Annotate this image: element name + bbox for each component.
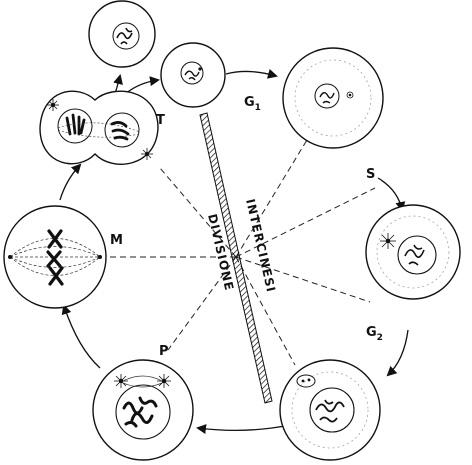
g1-centriole xyxy=(198,67,202,71)
cell-telophase: T xyxy=(39,90,165,165)
metaphase-pole-left xyxy=(8,255,12,259)
divider-bar xyxy=(199,112,273,404)
arrow-g2-to-p-right xyxy=(386,329,409,377)
phase-label-m: M xyxy=(110,233,123,248)
prophase-aster-right xyxy=(157,374,171,388)
late-g2-chromatin xyxy=(315,399,345,423)
s-chromatin xyxy=(319,92,335,104)
s-cell-nucleus xyxy=(314,83,340,109)
g1-cell-nucleus xyxy=(180,61,204,85)
g2-cell-nucleus xyxy=(397,235,437,275)
g2-aster xyxy=(380,233,396,249)
spoke-g2 xyxy=(235,256,371,303)
phase-label-g2: G2 xyxy=(366,325,383,343)
s-cell-inner-ring xyxy=(294,59,372,137)
phase-label-s: S xyxy=(366,167,375,182)
telophase-nucleus-left xyxy=(57,108,93,144)
cell-late-g2 xyxy=(279,359,381,461)
spoke-g1 xyxy=(235,134,311,258)
arrow-m-to-t xyxy=(59,163,82,201)
metaphase-pole-right xyxy=(98,255,102,259)
telophase-chromatin-right xyxy=(110,121,130,141)
late-g2-inner-ring xyxy=(291,371,369,449)
phase-divider-band: INTERCINESI DIVISIONE xyxy=(199,112,278,404)
cell-g1: G1 xyxy=(160,42,261,113)
arrow-s-to-g2 xyxy=(377,177,406,212)
prophase-spindle xyxy=(122,375,163,388)
late-g2-centrosome xyxy=(296,374,316,388)
late-g2-cell-membrane xyxy=(279,359,381,461)
daughter-cell xyxy=(88,0,156,68)
g1-chromatin xyxy=(184,70,200,81)
telophase-nucleus-right xyxy=(104,112,140,148)
telophase-aster-right xyxy=(141,148,153,160)
spoke-s xyxy=(235,187,376,258)
prophase-cell-membrane xyxy=(92,359,194,461)
daughter-cell-nucleus xyxy=(112,22,140,50)
s-centriole xyxy=(346,91,354,99)
arrow-g1-to-s xyxy=(225,68,278,79)
cell-metaphase: M xyxy=(3,205,123,309)
daughter-chromatin xyxy=(116,27,133,45)
prophase-nucleus xyxy=(115,384,171,440)
late-g2-centriole-b xyxy=(307,378,311,382)
late-g2-centriole-a xyxy=(301,379,305,383)
phase-label-g1: G1 xyxy=(244,95,261,113)
phase-label-t: T xyxy=(156,113,165,128)
dashed-spokes xyxy=(108,134,376,366)
g2-cell-inner-ring xyxy=(376,215,450,289)
telophase-aster-left xyxy=(47,99,59,111)
arrow-p-to-m xyxy=(61,304,101,369)
cell-g2: G2 xyxy=(365,204,461,343)
phase-label-p: P xyxy=(159,344,169,359)
cell-s: S xyxy=(282,47,384,182)
arrow-g2-to-p xyxy=(196,424,291,434)
spoke-g2-lower xyxy=(235,256,296,366)
s-centriole-core xyxy=(348,93,352,97)
cell-prophase: P xyxy=(92,344,194,461)
late-g2-nucleus xyxy=(309,387,355,433)
prophase-aster-left xyxy=(114,374,128,388)
s-cell-membrane xyxy=(282,47,384,149)
metaphase-chromosomes xyxy=(46,229,64,286)
prophase-chromosomes xyxy=(122,396,158,428)
telophase-spindle xyxy=(57,122,141,138)
g2-chromatin xyxy=(404,244,425,266)
daughter-cell-membrane xyxy=(88,0,156,68)
